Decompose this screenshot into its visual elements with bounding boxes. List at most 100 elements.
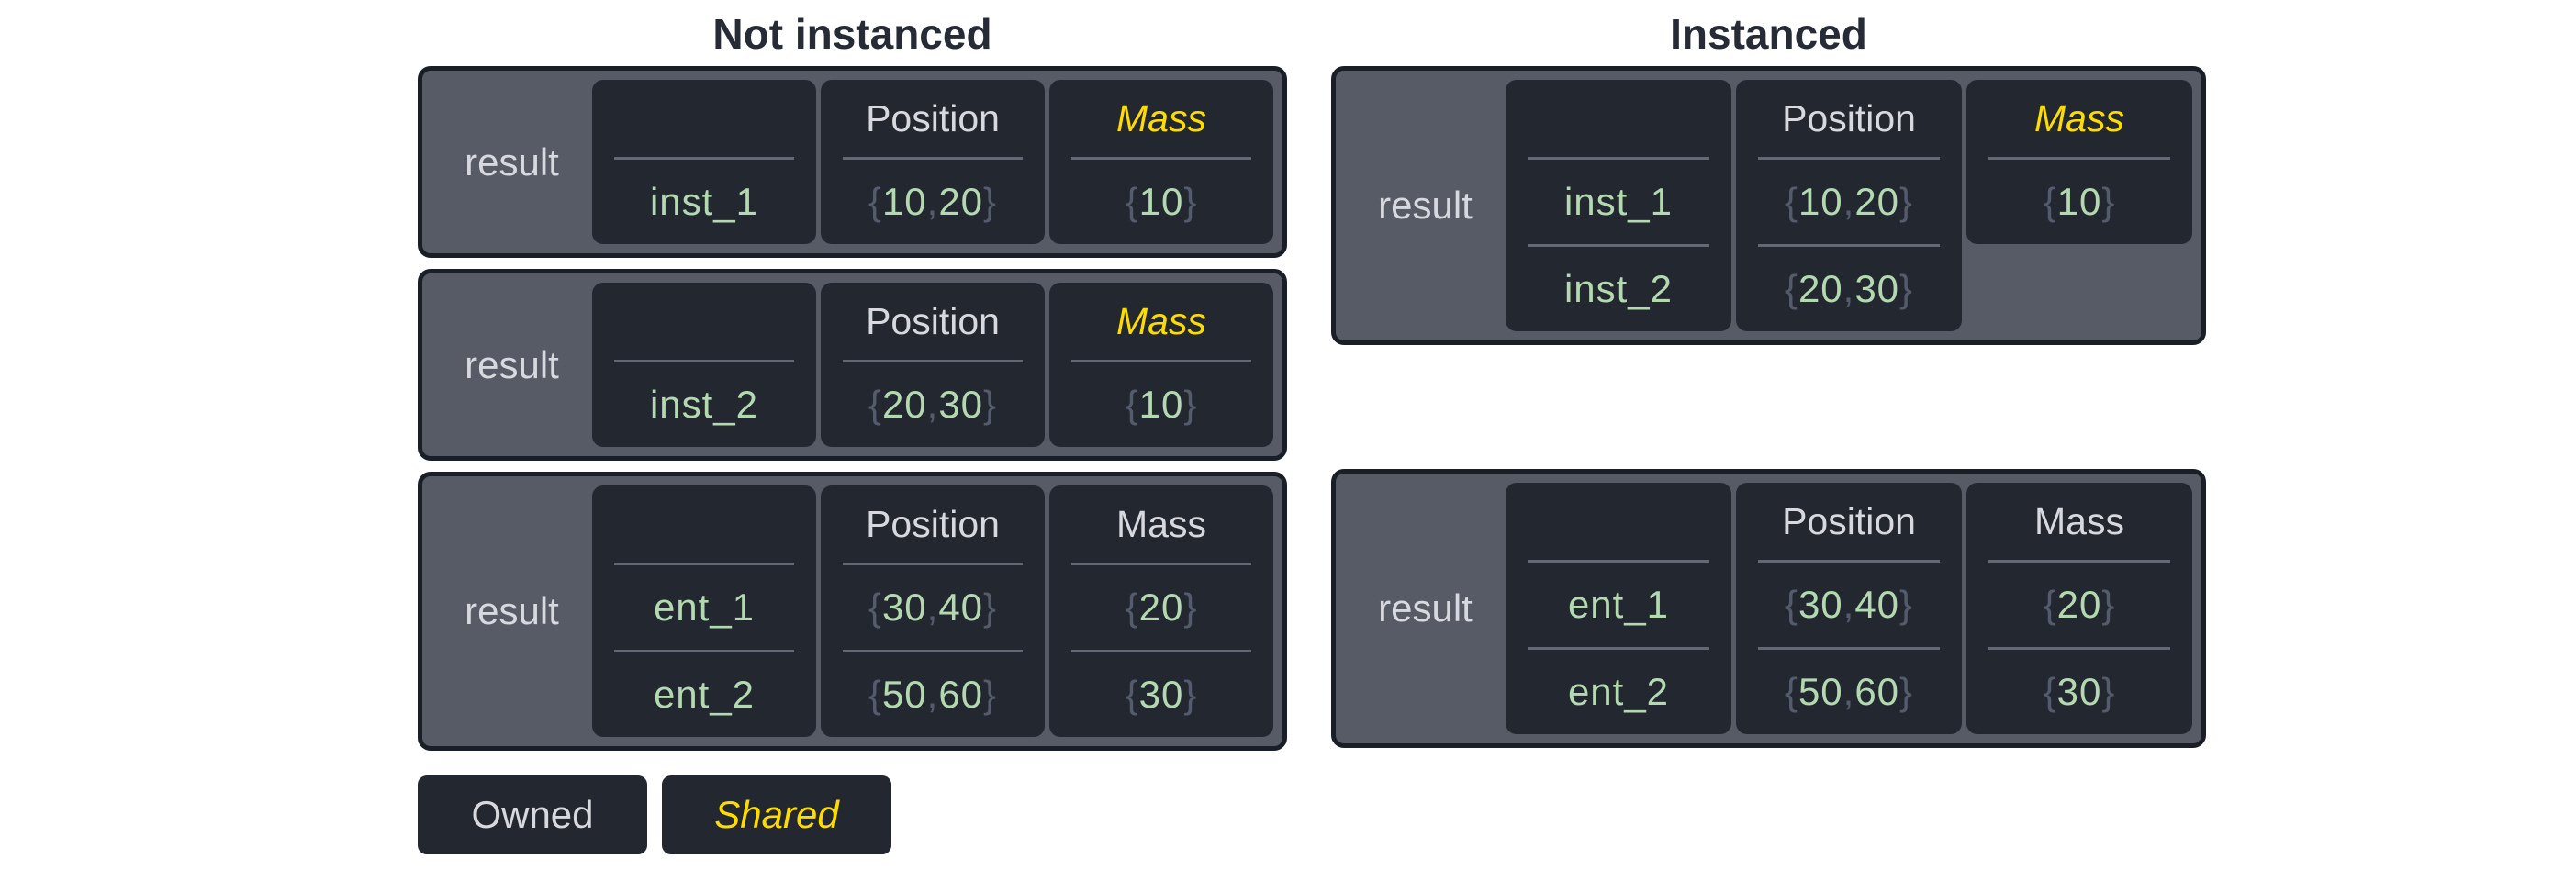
legend-owned: Owned — [418, 775, 647, 854]
value-text: ent_1 — [653, 586, 756, 629]
cell-value: {20, 30} — [1736, 247, 1962, 331]
value-text: 50 — [1798, 670, 1843, 713]
column-position: Position{20, 30} — [821, 283, 1045, 447]
value-punct: } — [2101, 670, 2116, 713]
value-punct: } — [983, 673, 998, 716]
divider-line — [614, 360, 794, 362]
divider-line — [1528, 560, 1709, 563]
legend-shared: Shared — [662, 775, 891, 854]
result-table: result inst_1 inst_2 Position {10, 20} {20, 3… — [1331, 66, 2206, 345]
value-punct: } — [1183, 180, 1198, 223]
value-punct: { — [868, 673, 882, 716]
cell-value: {30, 40} — [821, 565, 1045, 650]
section-title: Instanced — [1670, 10, 1867, 58]
column-header — [1506, 80, 1731, 157]
divider-line — [1071, 360, 1251, 362]
column-entity-names: ent_1 ent_2 — [592, 485, 816, 737]
column-entity-names: inst_2 — [592, 283, 816, 447]
value-punct: { — [868, 383, 882, 426]
value-punct: } — [1899, 180, 1914, 223]
value-text: 10 — [1138, 383, 1184, 426]
value-text: 30 — [1798, 583, 1843, 626]
value-punct: } — [983, 180, 998, 223]
section-title: Not instanced — [712, 10, 992, 58]
column-mass: Mass{10} — [1049, 80, 1273, 244]
value-text: 20 — [2056, 583, 2102, 626]
section-instanced: Instanced result inst_1 inst_2 Position {10,… — [1331, 11, 2206, 748]
value-text: 40 — [1854, 583, 1900, 626]
value-text: 20 — [881, 383, 927, 426]
cell-value: {20} — [1966, 563, 2192, 647]
column-mass: Mass{10} — [1049, 283, 1273, 447]
divider-line — [1528, 244, 1709, 247]
column-header: Position — [866, 502, 1000, 545]
value-text: inst_1 — [649, 180, 759, 223]
value-punct: { — [1784, 180, 1798, 223]
cell-value: {30} — [1049, 652, 1273, 737]
value-text: inst_1 — [1563, 180, 1674, 223]
value-punct: , — [1842, 267, 1855, 310]
column-mass: Mass{20}{30} — [1966, 483, 2192, 734]
value-punct: { — [1784, 583, 1798, 626]
cell-value: {20} — [1049, 565, 1273, 650]
cell-value: {50, 60} — [821, 652, 1045, 737]
value-text: inst_2 — [649, 383, 759, 426]
tables-container: result inst_1 inst_2 Position {10, 20} {20, 3… — [1331, 66, 2206, 748]
cell-value: inst_2 — [592, 362, 816, 447]
value-punct: , — [1842, 180, 1855, 223]
value-punct: } — [1183, 673, 1198, 716]
value-punct: } — [1183, 586, 1198, 629]
table-cells: ent_1 ent_2 Position {30, 40}{50, 60} Mass {2… — [592, 485, 1273, 737]
value-punct: { — [1125, 383, 1139, 426]
value-punct: { — [868, 180, 882, 223]
column-entity-names: inst_1 — [592, 80, 816, 244]
value-text: 10 — [1798, 180, 1843, 223]
column-header: Position — [1782, 96, 1916, 139]
cell-value: {10} — [1049, 160, 1273, 244]
value-punct: } — [983, 586, 998, 629]
column-header: Mass — [1116, 502, 1206, 545]
value-text: 40 — [938, 586, 984, 629]
cell-value: inst_2 — [1506, 247, 1731, 331]
value-punct: { — [2043, 180, 2057, 223]
table-cells: inst_2 Position{20, 30}Mass{10} — [592, 283, 1273, 447]
value-punct: } — [1899, 583, 1914, 626]
value-text: 60 — [938, 673, 984, 716]
divider-line — [614, 563, 794, 565]
value-text: 30 — [1854, 267, 1900, 310]
value-punct: } — [983, 383, 998, 426]
divider-line — [1758, 244, 1940, 247]
value-punct: } — [1183, 383, 1198, 426]
value-text: inst_2 — [1563, 267, 1674, 310]
value-text: 20 — [1138, 586, 1184, 629]
column-header: Mass — [2034, 96, 2124, 139]
cell-value: ent_1 — [1506, 563, 1731, 647]
value-text: 20 — [1798, 267, 1843, 310]
value-text: 50 — [881, 673, 927, 716]
value-punct: { — [1125, 586, 1139, 629]
divider-line — [1758, 560, 1940, 563]
column-header: Position — [866, 96, 1000, 139]
divider-line — [1071, 650, 1251, 652]
value-text: ent_2 — [653, 673, 756, 716]
value-text: 10 — [1138, 180, 1184, 223]
result-label: result — [1378, 184, 1473, 227]
legend: Owned Shared — [418, 775, 1287, 854]
divider-line — [1758, 157, 1940, 160]
divider-line — [1528, 647, 1709, 650]
column-header — [592, 485, 816, 563]
value-text: 30 — [938, 383, 984, 426]
result-label: result — [465, 589, 559, 632]
divider-line — [1758, 647, 1940, 650]
cell-value: {20, 30} — [821, 362, 1045, 447]
value-punct: , — [926, 383, 939, 426]
divider-line — [1988, 157, 2170, 160]
value-punct: { — [2043, 583, 2057, 626]
value-text: 10 — [2056, 180, 2102, 223]
result-label: result — [465, 139, 559, 184]
column-header — [1506, 483, 1731, 560]
